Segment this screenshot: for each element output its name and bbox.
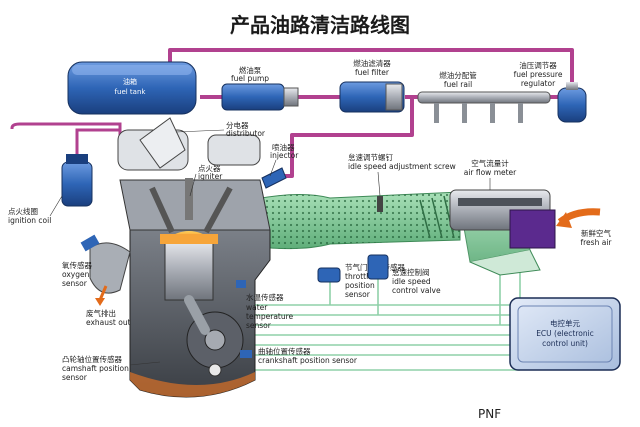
ecu-unit: 电控单元 ECU (electronic control unit)	[509, 297, 621, 371]
oxygen-sensor: 氧传感器 oxygen sensor	[62, 234, 131, 294]
fuel-pump-label-en: fuel pump	[231, 74, 269, 83]
injector-label-zh: 喷油器	[272, 142, 295, 152]
fuel-tank-label-zh: 油箱	[123, 77, 137, 86]
idle-screw-label-zh: 怠速调节螺钉	[348, 152, 393, 162]
regulator-label-en1: fuel pressure	[514, 70, 563, 79]
throttle-label-en3: sensor	[345, 290, 371, 299]
distributor: 分电器 distributor	[139, 117, 266, 220]
oxygen-label-en2: sensor	[62, 279, 88, 288]
water-temperature-sensor: 水温传感器 water temperature sensor	[236, 280, 294, 330]
air-flow-meter: 空气流量计 air flow meter	[449, 158, 556, 249]
cam-label-en2: sensor	[62, 373, 88, 382]
fuel-filter: 燃油滤清器 fuel filter	[339, 58, 405, 113]
water-temp-label-en1: water	[246, 303, 268, 312]
igniter-label-en: igniter	[198, 172, 223, 181]
crank-label-zh: 曲轴位置传感器	[258, 346, 311, 356]
fuel-filter-label-en: fuel filter	[355, 68, 390, 77]
idle-valve-label-en2: control valve	[392, 286, 441, 295]
igniter-label-zh: 点火器	[198, 164, 221, 173]
throttle-label-en2: position	[345, 281, 375, 290]
regulator-label-en2: regulator	[521, 79, 556, 88]
fuel-pressure-regulator: 油压调节器 fuel pressure regulator	[514, 60, 587, 123]
exhaust-label-zh: 废气排出	[86, 308, 116, 318]
fresh-air-label-en: fresh air	[581, 238, 613, 247]
oxygen-label-zh: 氧传感器	[62, 260, 92, 270]
watermark: PNF	[478, 407, 501, 421]
distributor-label-zh: 分电器	[226, 120, 249, 130]
idle-speed-screw: 怠速调节螺钉 idle speed adjustment screw	[348, 152, 456, 212]
crank-label-en: crankshaft position sensor	[258, 356, 358, 365]
fuel-tank-label-en: fuel tank	[115, 88, 147, 96]
fuel-rail: 燃油分配管 fuel rail	[417, 70, 551, 123]
fuel-rail-label-zh: 燃油分配管	[439, 70, 477, 80]
airflow-label-zh: 空气流量计	[471, 158, 509, 168]
ecu-label-zh: 电控单元	[550, 318, 580, 328]
idle-valve-label-zh: 怠速控制阀	[392, 267, 430, 277]
page-title: 产品油路清洁路线图	[230, 13, 410, 37]
injector: 喷油器 injector	[261, 142, 299, 189]
fuel-pump: 燃油泵 fuel pump	[221, 65, 299, 111]
fuel-tank: 油箱 fuel tank	[67, 61, 197, 115]
distributor-label-en: distributor	[226, 129, 266, 138]
idle-screw-label-en: idle speed adjustment screw	[348, 162, 456, 171]
water-temp-label-en3: sensor	[246, 321, 272, 330]
oxygen-label-en1: oxygen	[62, 270, 90, 279]
camshaft-position-sensor: 凸轮轴位置传感器 camshaft position sensor	[62, 354, 161, 382]
water-temp-label-en2: temperature	[246, 312, 294, 321]
regulator-label-zh: 油压调节器	[519, 60, 557, 70]
fuel-rail-label-en: fuel rail	[444, 80, 472, 89]
ignition-coil: 点火线圈 ignition coil	[8, 128, 120, 225]
throttle-label-en1: throttle	[345, 272, 373, 281]
fuel-filter-label-zh: 燃油滤清器	[353, 58, 391, 68]
cam-label-en1: camshaft position	[62, 364, 129, 373]
cam-label-zh: 凸轮轴位置传感器	[62, 354, 122, 364]
airflow-label-en: air flow meter	[464, 168, 517, 177]
idle-speed-control-valve: 怠速控制阀 idle speed control valve	[367, 254, 441, 295]
crankshaft-position-sensor: 曲轴位置传感器 crankshaft position sensor	[240, 346, 358, 365]
coil-label-en: ignition coil	[8, 216, 51, 225]
idle-valve-label-en1: idle speed	[392, 277, 431, 286]
ecu-label-en1: ECU (electronic	[536, 329, 594, 338]
engine-block	[129, 229, 271, 398]
injector-label-en: injector	[270, 151, 299, 160]
exhaust-arrow-icon: 废气排出 exhaust out	[86, 285, 131, 327]
fuel-pump-label-zh: 燃油泵	[239, 65, 262, 75]
coil-label-zh: 点火线圈	[8, 206, 38, 216]
igniter: 点火器 igniter	[189, 164, 223, 197]
fresh-air-label-zh: 新鲜空气	[581, 228, 611, 238]
water-temp-label-zh: 水温传感器	[246, 292, 284, 302]
ecu-label-en2: control unit)	[542, 339, 588, 348]
fresh-air-arrow-icon: 新鲜空气 fresh air	[556, 208, 613, 247]
exhaust-label-en: exhaust out	[86, 318, 131, 327]
